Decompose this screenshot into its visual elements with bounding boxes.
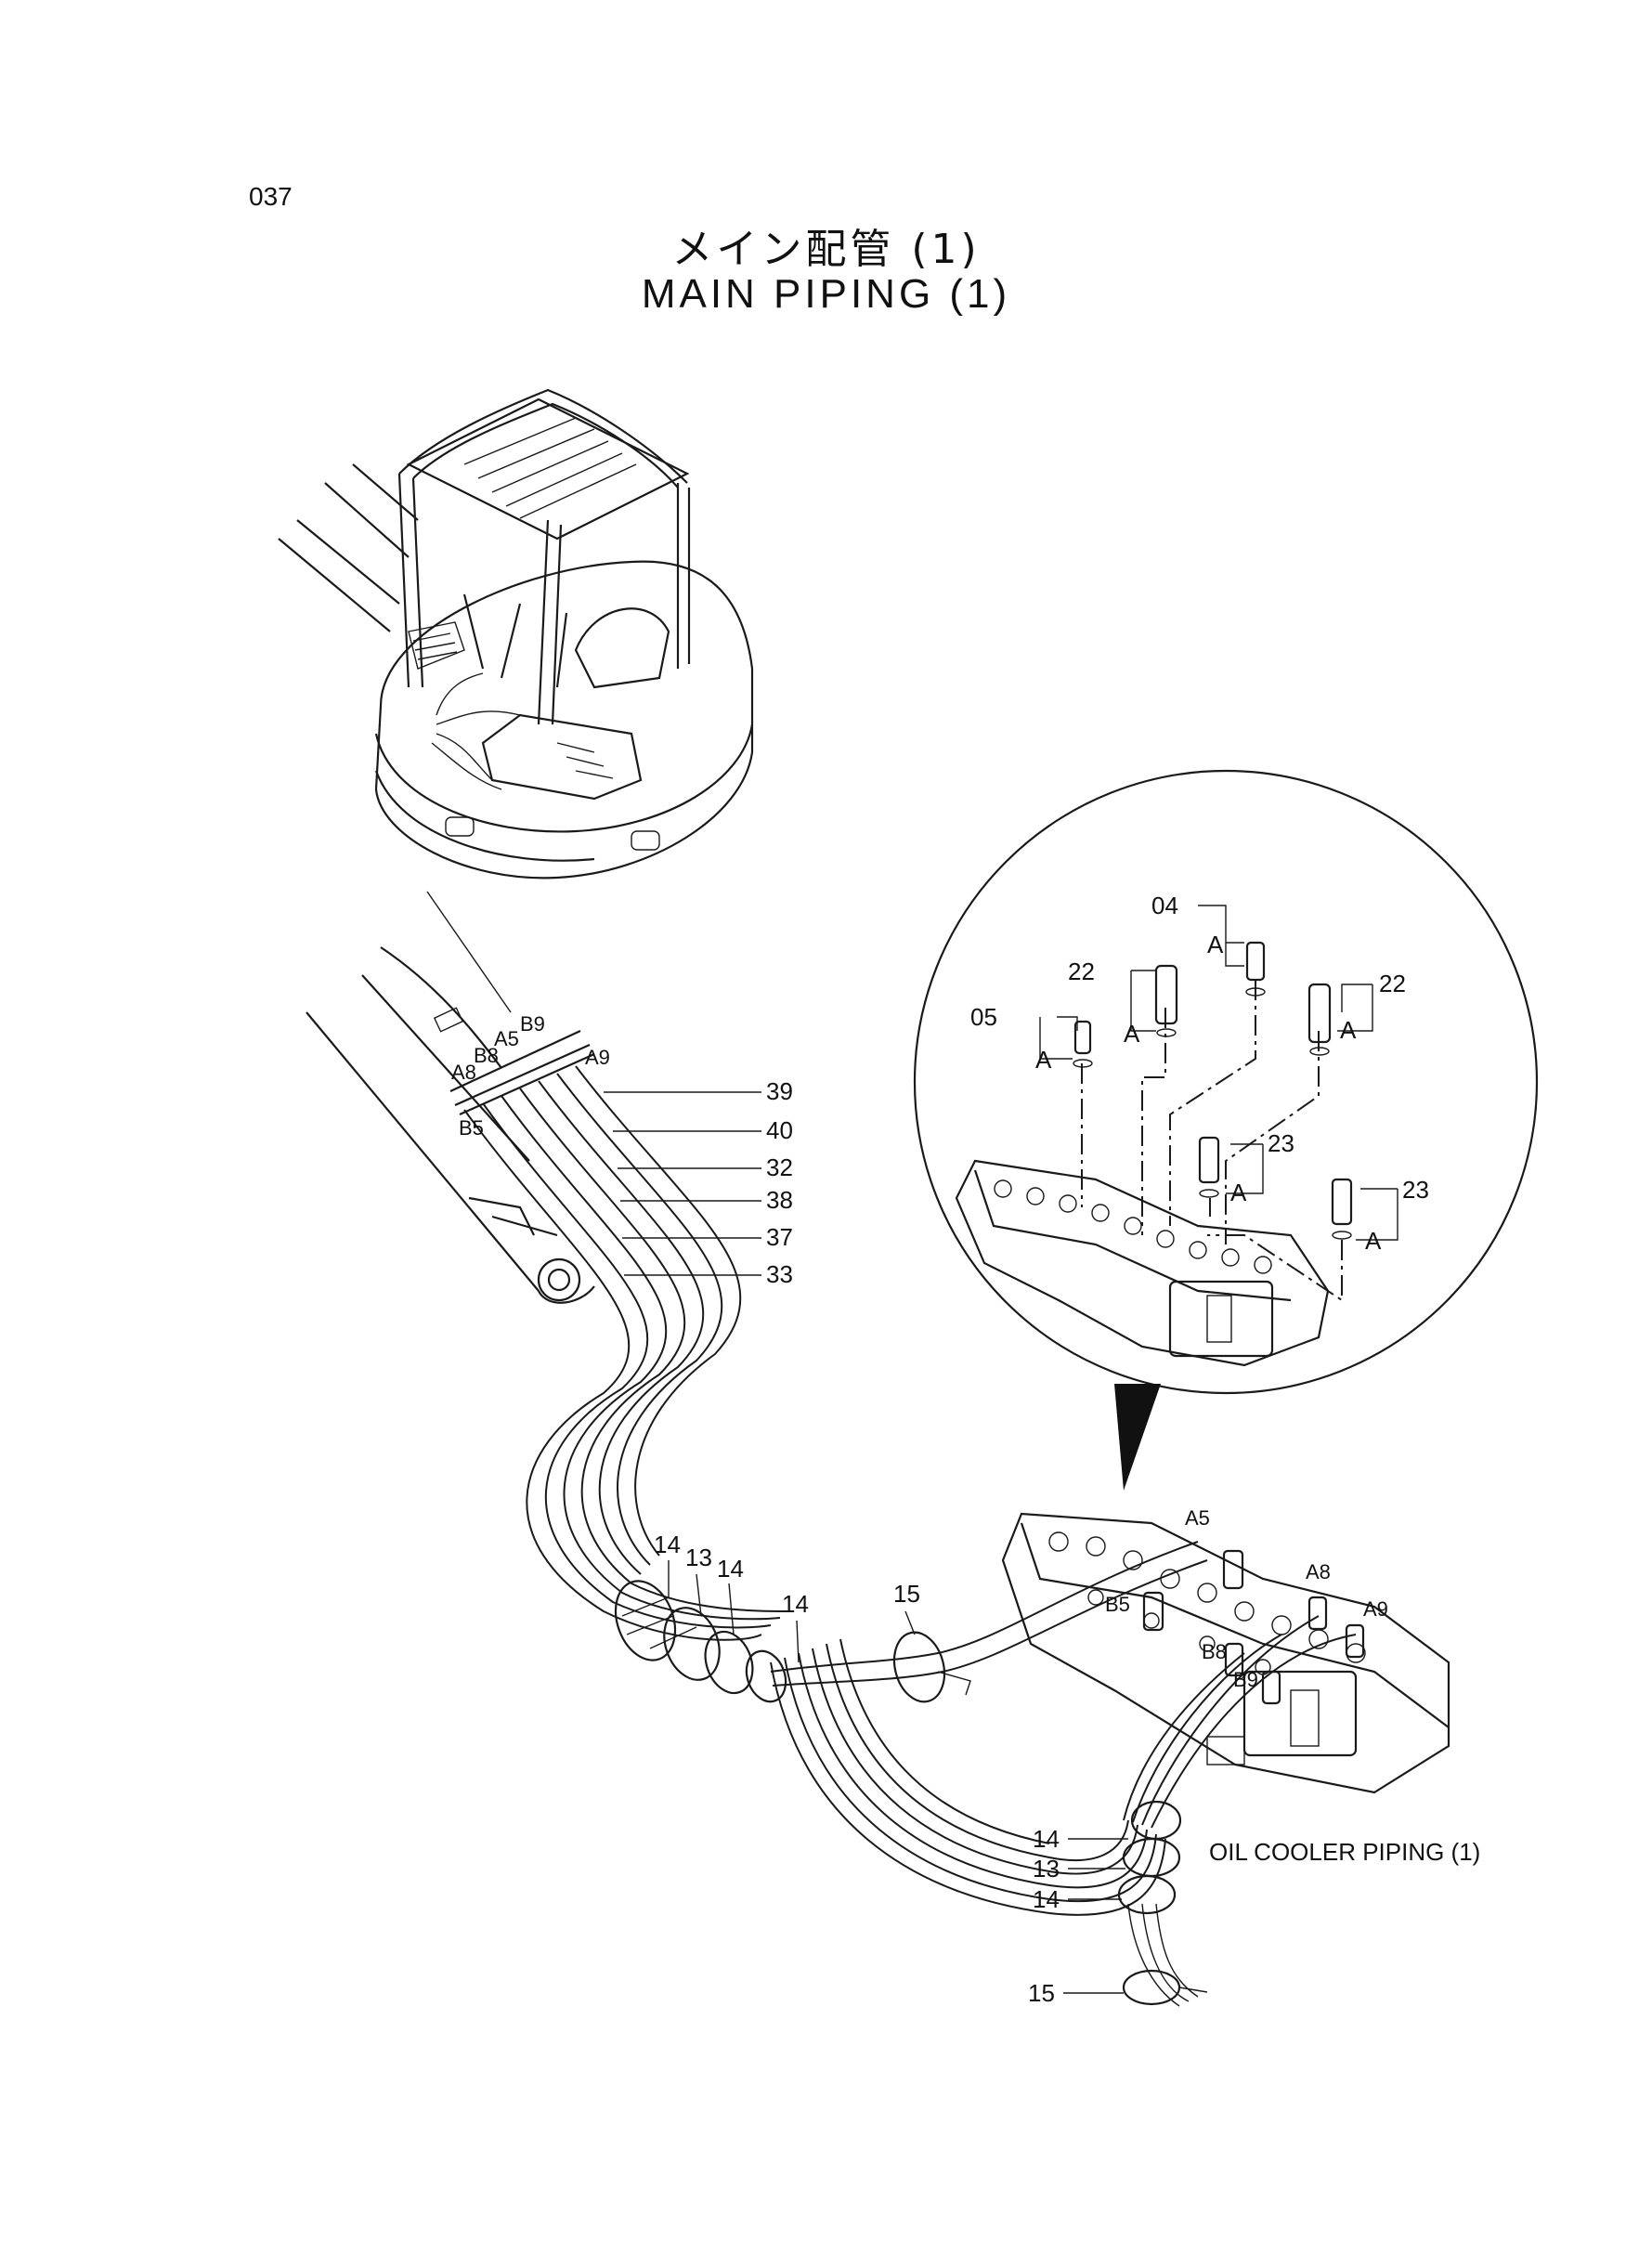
port-label-a5-top: A5 [494,1027,519,1050]
part-number-22-left: 22 [1068,958,1095,985]
part-number-37: 37 [766,1223,793,1251]
detail-view-circle [913,769,1539,1491]
part-number-14-b: 14 [717,1555,744,1583]
part-number-39: 39 [766,1077,793,1105]
part-number-14-e: 14 [1033,1885,1060,1913]
section-label-a-3: A [1340,1016,1357,1044]
part-number-14-d: 14 [1033,1825,1060,1853]
hose-callouts: 39 40 32 38 37 33 [604,1077,793,1288]
part-number-38: 38 [766,1186,793,1214]
port-label-a5-valve: A5 [1185,1506,1210,1530]
section-label-a-5: A [1230,1179,1247,1206]
part-number-14-c: 14 [782,1590,809,1618]
section-label-a-1: A [1207,931,1224,958]
part-number-23-right: 23 [1402,1176,1429,1204]
part-number-04: 04 [1151,892,1178,919]
section-label-a-4: A [1035,1046,1052,1074]
part-number-40: 40 [766,1116,793,1144]
page-title-english: MAIN PIPING (1) [641,271,1011,317]
port-label-b8-valve: B8 [1202,1640,1227,1663]
port-label-a8-valve: A8 [1306,1560,1331,1583]
valve-port-labels: A5 A8 A9 B5 B8 B9 [1105,1506,1388,1691]
port-label-a9-valve: A9 [1363,1597,1388,1621]
top-port-labels: B9 A5 B8 A8 A9 B5 [451,1012,610,1140]
part-number-23-left: 23 [1268,1129,1294,1157]
port-label-a9-top: A9 [585,1046,610,1069]
port-label-a8-top: A8 [451,1061,476,1084]
part-number-05: 05 [970,1003,997,1031]
port-label-b5-top: B5 [459,1116,484,1140]
control-valve-assembly [1001,1512,1450,2007]
port-label-b9-valve: B9 [1233,1668,1258,1691]
part-number-14-a: 14 [654,1531,681,1558]
boom-and-hose-bundle [306,891,1208,1916]
section-label-a-2: A [1124,1020,1140,1048]
part-number-13-a: 13 [685,1544,712,1571]
section-label-a-6: A [1365,1227,1382,1255]
detail-callouts: 04 22 22 05 23 23 A A A A A A [970,892,1429,1255]
part-number-33: 33 [766,1260,793,1288]
part-number-15-b: 15 [1028,1979,1055,2007]
part-number-22-right: 22 [1379,970,1406,997]
port-label-b8-top: B8 [474,1044,499,1067]
part-number-32: 32 [766,1153,793,1181]
page-number: 037 [249,182,293,211]
excavator-overview-illustration [278,388,754,879]
clamp-callouts: 14 13 14 14 15 14 13 14 15 [654,1531,1128,2007]
oil-cooler-piping-note: OIL COOLER PIPING (1) [1209,1838,1480,1866]
part-number-15-a: 15 [893,1580,920,1608]
port-label-b5-valve: B5 [1105,1593,1130,1616]
port-label-b9-top: B9 [520,1012,545,1036]
part-number-13-b: 13 [1033,1855,1060,1883]
page-title-japanese: メイン配管 (1) [671,226,981,273]
